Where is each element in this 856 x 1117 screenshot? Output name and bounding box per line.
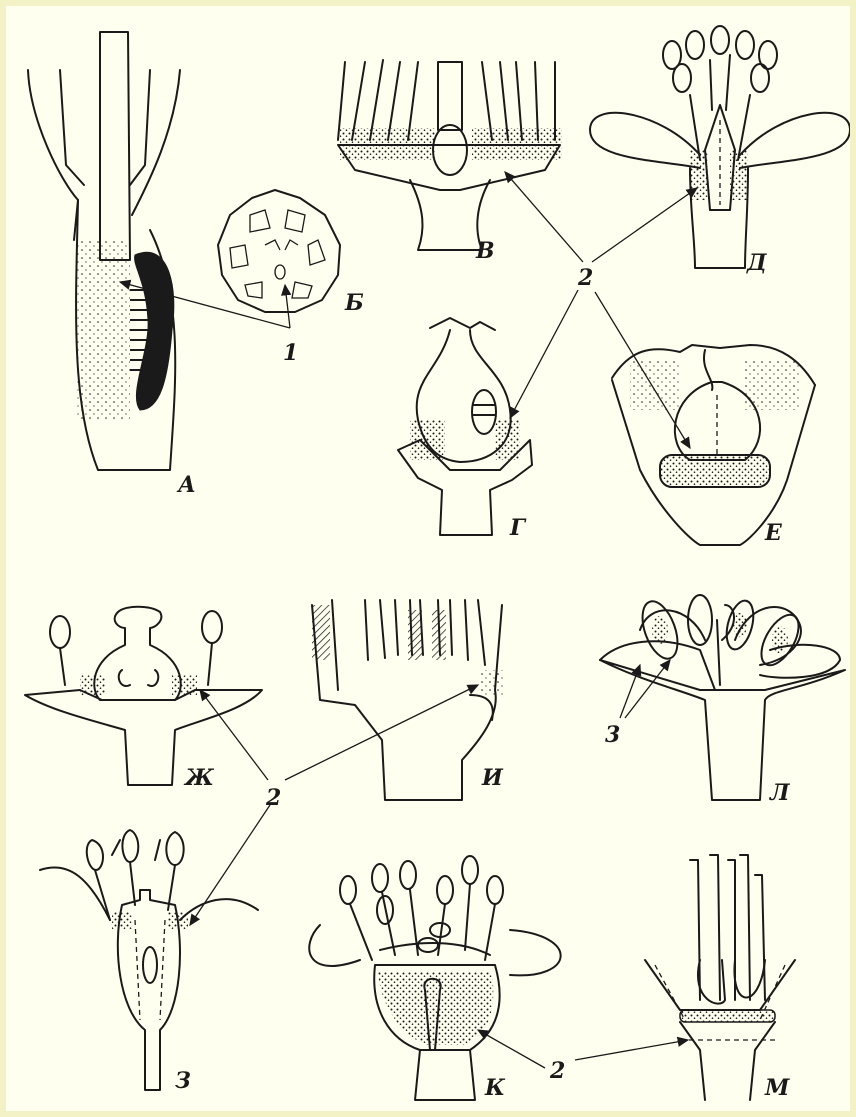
- panel-d-label: Д: [746, 250, 767, 276]
- panel-l-label: Л: [769, 780, 791, 806]
- panel-b-drawing: [218, 190, 340, 312]
- panel-z-label: З: [175, 1068, 191, 1094]
- callout-2-middle-arrows: [190, 685, 478, 925]
- panel-i-label: И: [481, 765, 504, 791]
- callout-1-arrow-a: [120, 282, 290, 328]
- panel-d-drawing: [590, 26, 850, 268]
- panel-b-label: Б: [344, 290, 364, 316]
- panel-i-drawing: [312, 600, 505, 800]
- panel-v-drawing: [338, 60, 562, 250]
- callout-2-lower-arrows: [478, 1030, 688, 1068]
- panel-k-drawing: [309, 856, 560, 1100]
- panel-g-label: Г: [509, 515, 527, 541]
- panel-l-drawing: [600, 595, 845, 800]
- panel-m-label: М: [764, 1075, 790, 1101]
- panel-e-drawing: [612, 345, 815, 545]
- callout-2-upper-label: 2: [577, 265, 593, 291]
- panel-a-drawing: [28, 32, 180, 470]
- callout-1-arrow-b: [285, 285, 290, 328]
- panel-v-label: В: [475, 238, 495, 264]
- panel-m-drawing: [645, 855, 795, 1100]
- panel-a-label: А: [176, 472, 196, 498]
- callout-3-label: 3: [605, 722, 620, 748]
- callout-2-lower-label: 2: [549, 1058, 565, 1084]
- panel-zh-label: Ж: [183, 765, 215, 791]
- flower-nectary-diagram: А Б 1 В Д: [6, 6, 850, 1111]
- callout-1-label: 1: [283, 340, 298, 366]
- callout-2-middle-label: 2: [265, 785, 281, 811]
- panel-zh-drawing: [25, 607, 262, 785]
- panel-z-drawing: [40, 830, 258, 1090]
- panel-g-drawing: [398, 318, 532, 535]
- panel-k-label: К: [484, 1075, 506, 1101]
- panel-e-label: Е: [764, 520, 783, 546]
